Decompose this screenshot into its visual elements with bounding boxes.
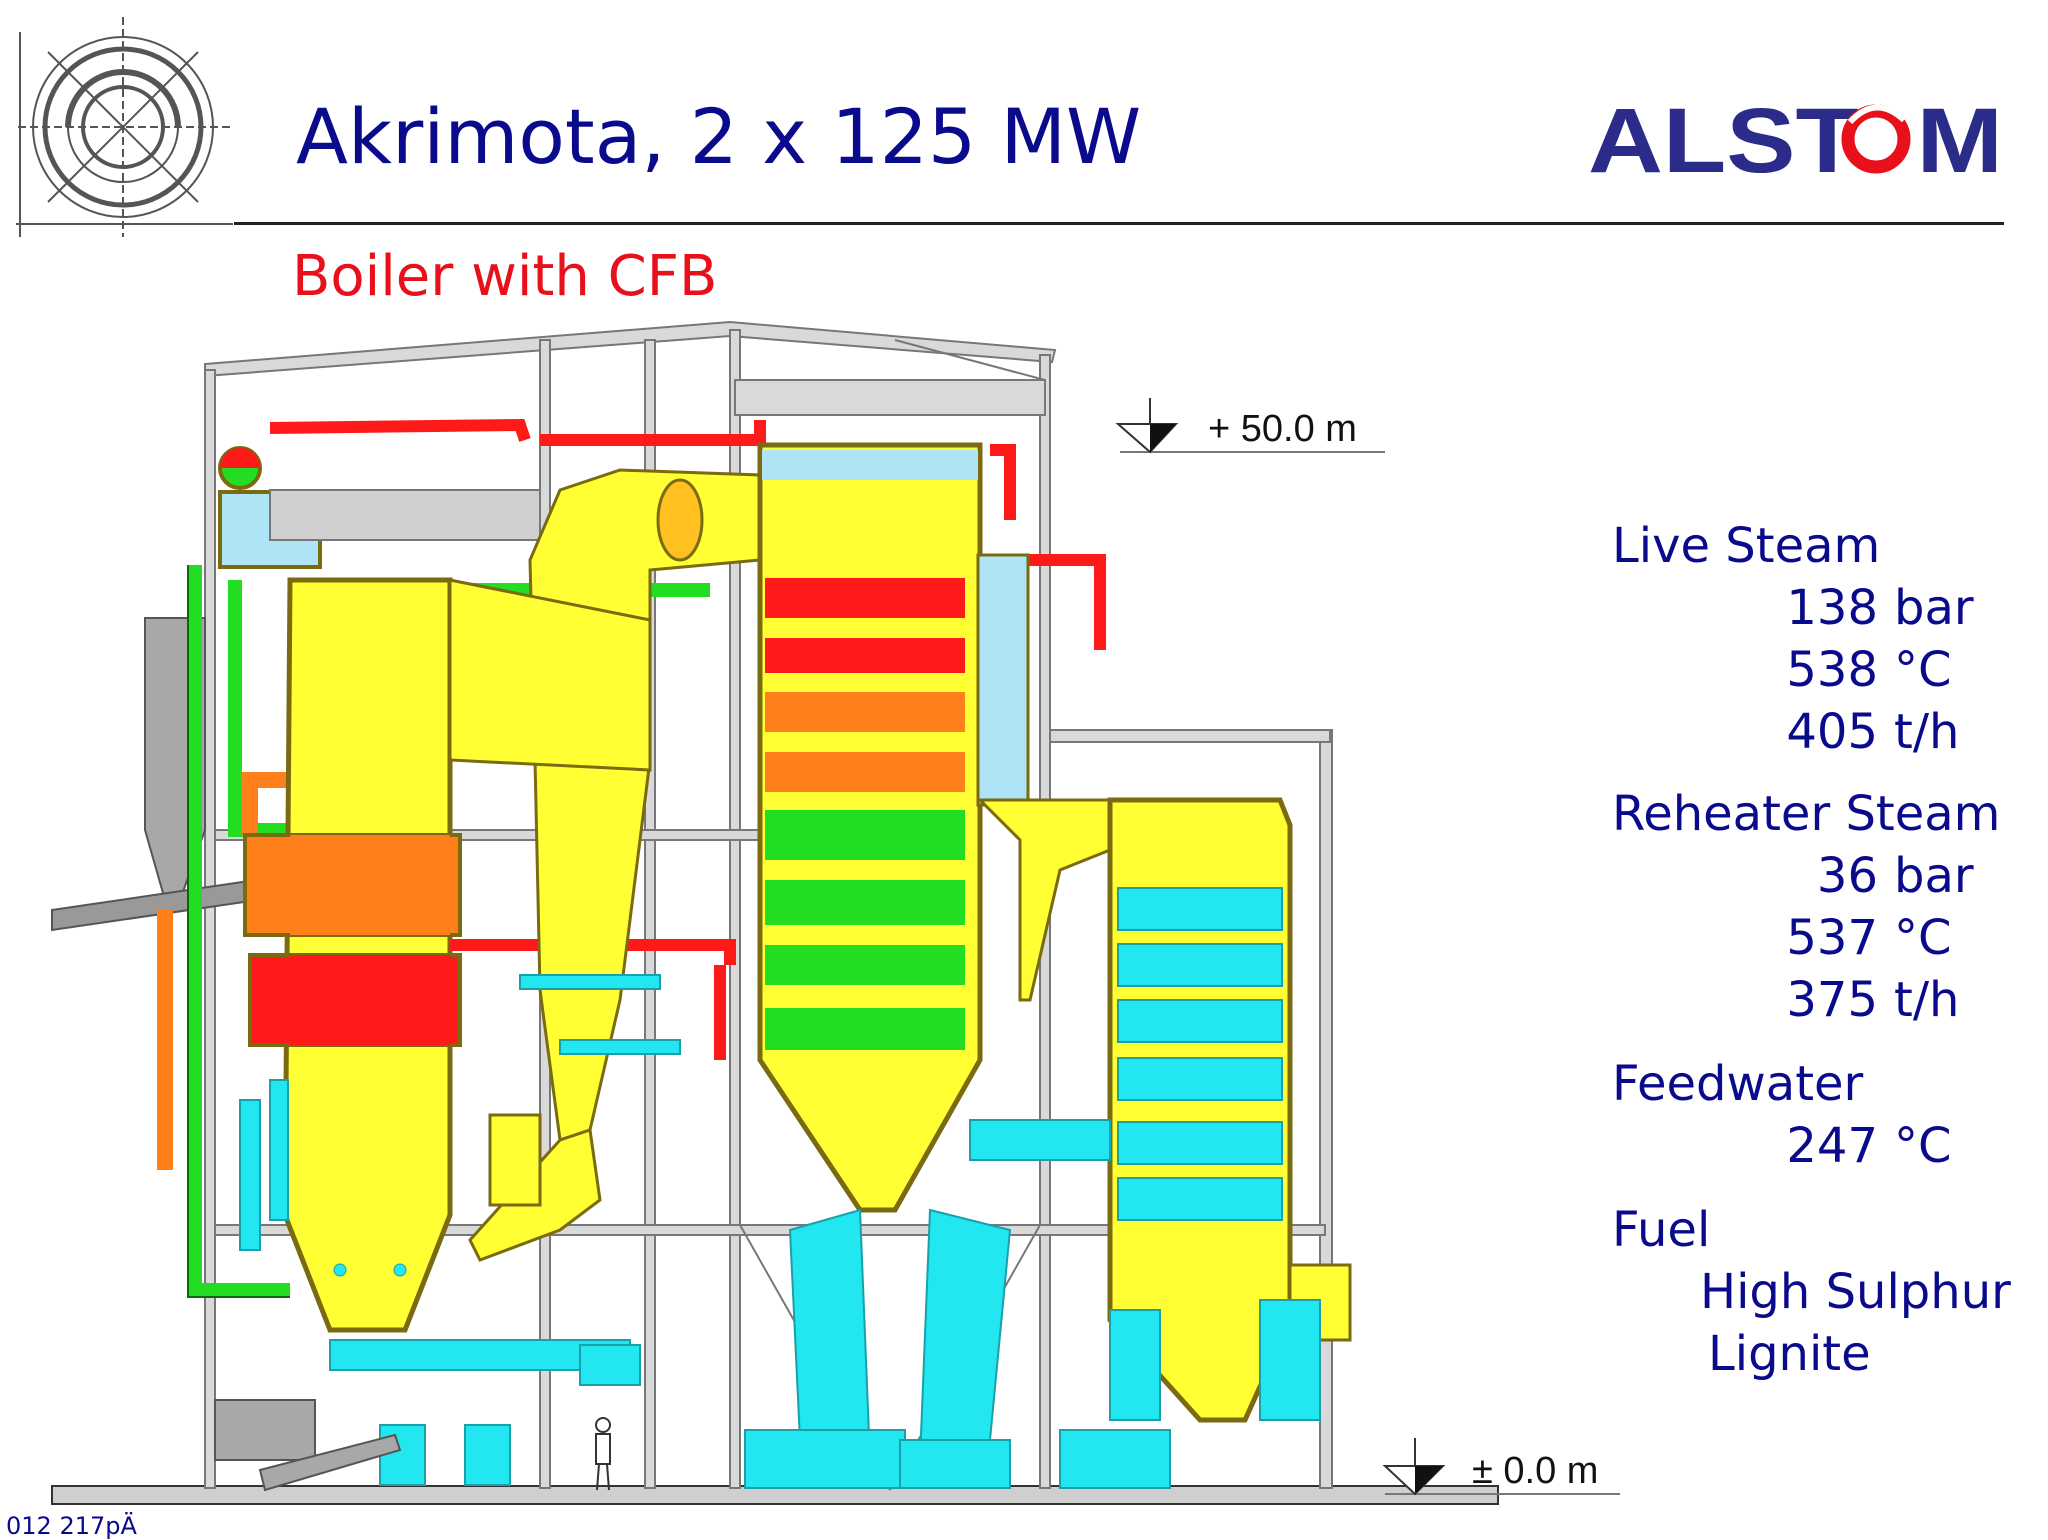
- live-steam-label: Live Steam: [1612, 518, 1881, 574]
- feedwater-label: Feedwater: [1612, 1056, 1864, 1112]
- reheater-temp-unit: °C: [1894, 910, 1952, 966]
- footer-code: 012 217pÄ: [6, 1512, 137, 1540]
- reheater-flow-value: 375: [1786, 972, 1878, 1028]
- level-marker-ground: [1382, 1438, 1620, 1496]
- level-marker-top: [1115, 398, 1385, 454]
- live-steam-pressure-unit: bar: [1894, 580, 1974, 636]
- reheater-flow-unit: t/h: [1894, 972, 1960, 1028]
- reheater-pressure-value: 36: [1816, 848, 1878, 904]
- svg-text:ALST M: ALST M: [1588, 92, 2003, 182]
- page-subtitle: Boiler with CFB: [292, 244, 718, 309]
- level-label-top: + 50.0 m: [1208, 408, 1357, 450]
- live-steam-flow-unit: t/h: [1894, 704, 1960, 760]
- live-steam-flow-value: 405: [1786, 704, 1878, 760]
- page-title: Akrimota, 2 x 125 MW: [296, 92, 1142, 181]
- steel-structure: [204, 320, 1333, 1491]
- feedwater-temp-value: 247: [1786, 1118, 1878, 1174]
- live-steam-pressure-value: 138: [1786, 580, 1878, 636]
- fuel-line-2: Lignite: [1708, 1326, 1871, 1382]
- live-steam-temp-unit: °C: [1894, 642, 1952, 698]
- fuel-line-1: High Sulphur: [1700, 1264, 2011, 1320]
- live-steam-temp-value: 538: [1786, 642, 1878, 698]
- reheater-temp-value: 537: [1786, 910, 1878, 966]
- corner-drawing-emblem: [16, 17, 233, 237]
- fuel-label: Fuel: [1612, 1202, 1711, 1258]
- bottom-ash-box: [214, 1399, 316, 1461]
- reheater-steam-label: Reheater Steam: [1612, 786, 2001, 842]
- person-silhouette: [595, 1417, 611, 1491]
- title-divider: [234, 222, 2004, 225]
- reheater-pressure-unit: bar: [1894, 848, 1974, 904]
- feedwater-temp-unit: °C: [1894, 1118, 1952, 1174]
- cyan-ducts: [239, 974, 1321, 1489]
- alstom-logo: ALST M: [1588, 92, 2003, 182]
- level-label-ground: ± 0.0 m: [1472, 1450, 1599, 1492]
- air-heater-bundles: [1117, 887, 1283, 1221]
